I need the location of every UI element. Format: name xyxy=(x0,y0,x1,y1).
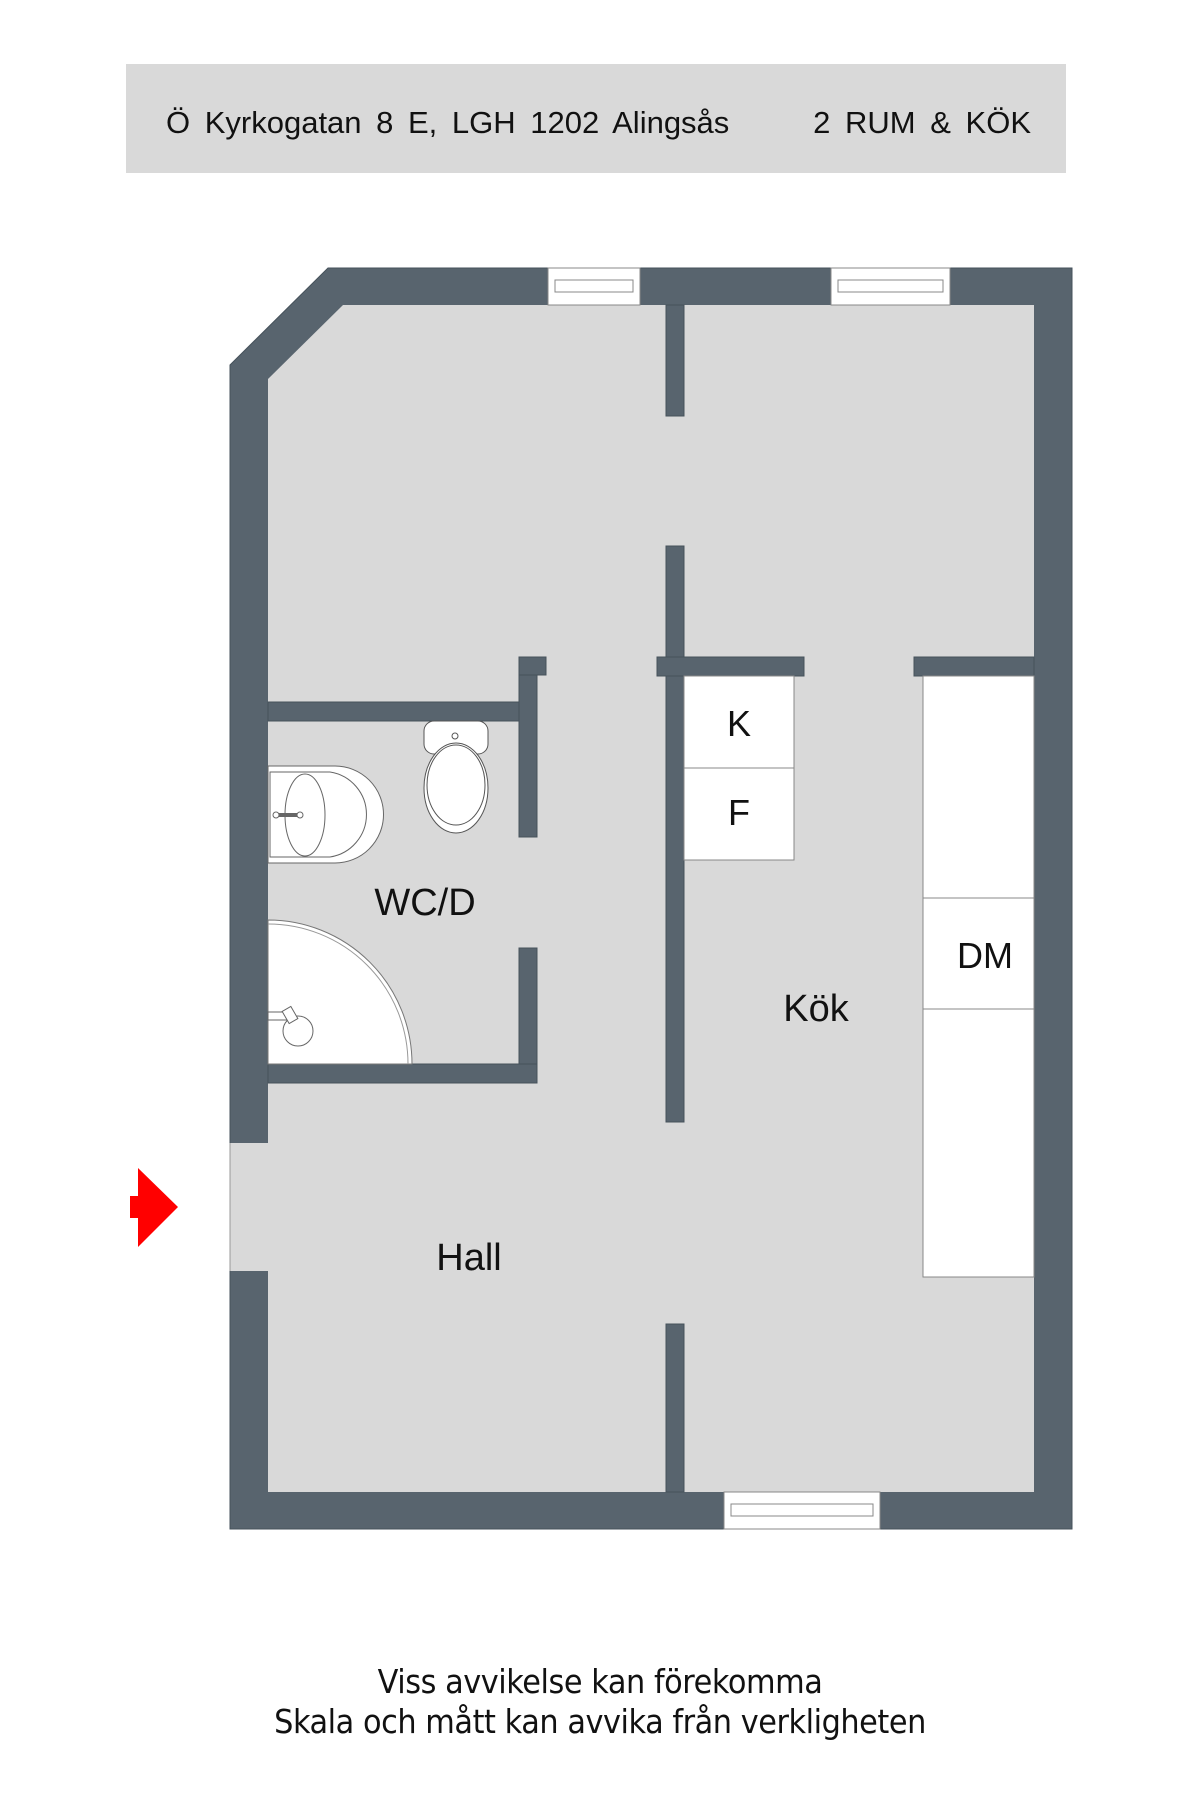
interior-walls xyxy=(267,304,1035,1493)
fridge-cabinet: K xyxy=(683,675,795,769)
shower-icon xyxy=(267,919,413,1065)
freezer-label: F xyxy=(728,792,750,833)
dishwasher-label: DM xyxy=(957,935,1013,976)
disclaimer-line-2: Skala och mått kan avvika från verklighe… xyxy=(274,1702,926,1741)
kitchen-counter: DM xyxy=(922,675,1035,1278)
window-bottom xyxy=(723,1491,881,1530)
disclaimer-line-1: Viss avvikelse kan förekomma xyxy=(377,1662,823,1701)
header-banner: Ö Kyrkogatan 8 E, LGH 1202 Alingsås 2 RU… xyxy=(126,64,1066,173)
fridge-label: K xyxy=(727,703,751,744)
room-label-kitchen: Kök xyxy=(783,988,849,1030)
room-label-hall: Hall xyxy=(436,1237,501,1279)
room-label-wc: WC/D xyxy=(374,882,475,924)
entrance-arrow-icon xyxy=(130,1168,178,1247)
toilet-icon xyxy=(423,720,489,834)
floor-area xyxy=(268,305,1034,1492)
sink-icon xyxy=(267,765,384,864)
freezer-cabinet: F xyxy=(683,767,795,861)
window-top-right xyxy=(830,267,951,306)
entrance-opening xyxy=(230,1143,268,1271)
window-top-left xyxy=(547,267,641,306)
address-text: Ö Kyrkogatan 8 E, LGH 1202 Alingsås xyxy=(166,105,730,140)
apartment-type-text: 2 RUM & KÖK xyxy=(813,105,1031,140)
